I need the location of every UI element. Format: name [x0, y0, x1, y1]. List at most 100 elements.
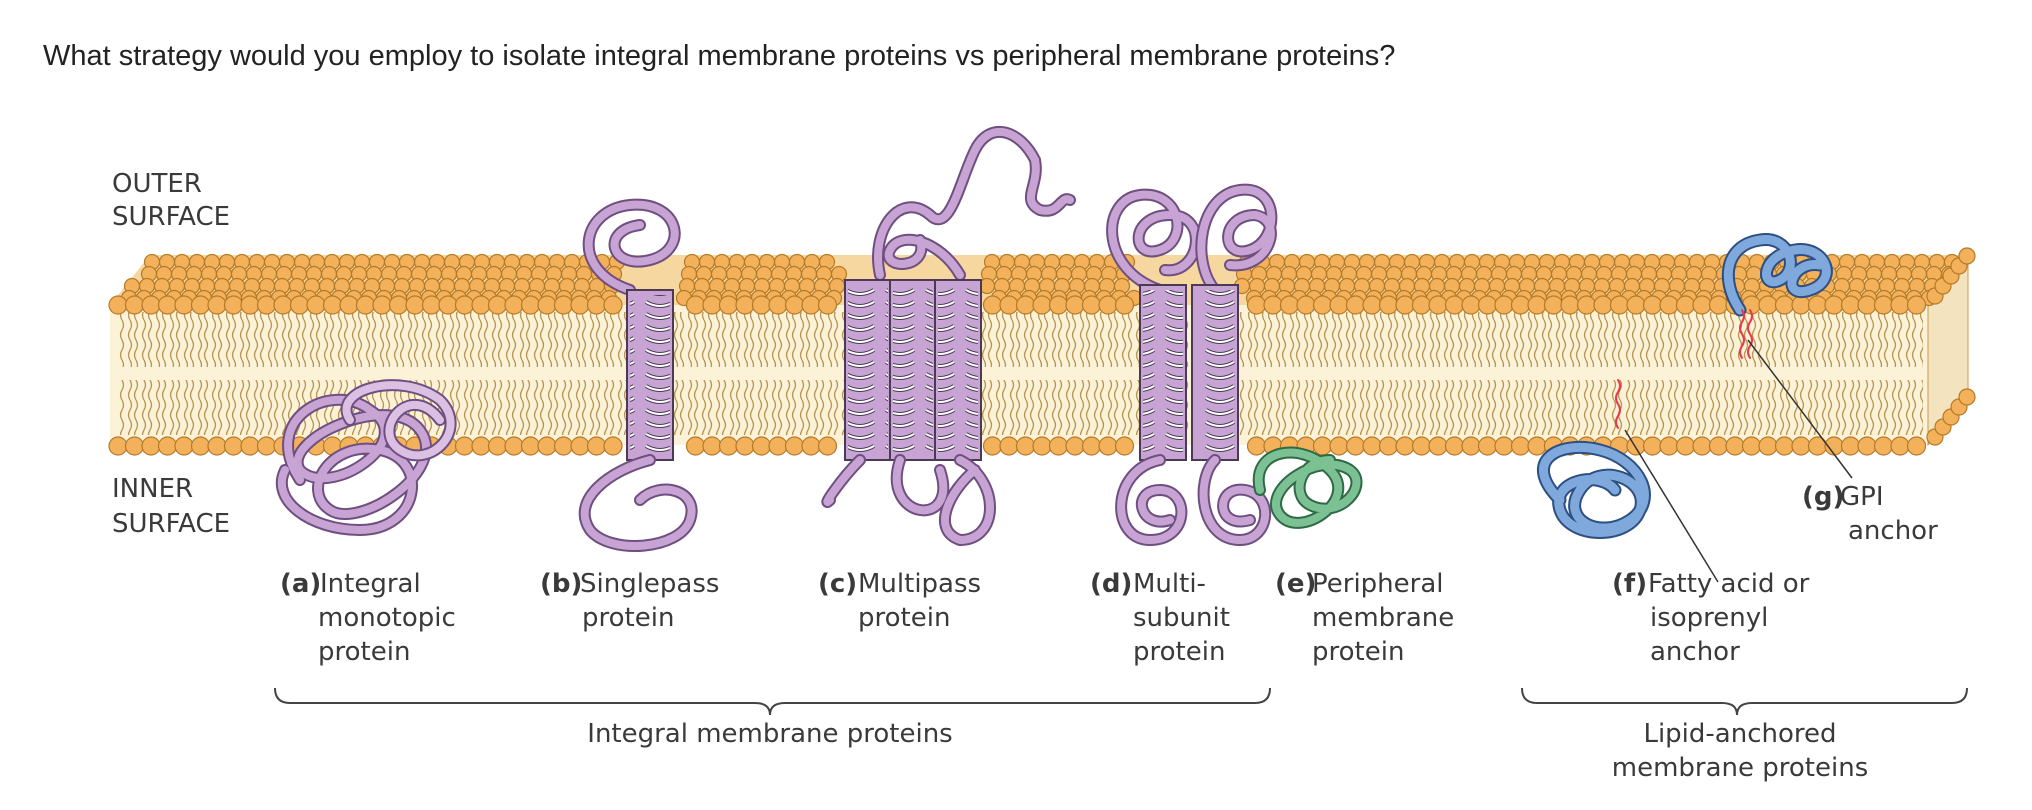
lipid-head — [240, 436, 260, 456]
lipid-head — [1114, 295, 1135, 315]
lipid-head — [1065, 436, 1085, 456]
label-b-letter: (b) — [540, 569, 582, 599]
lipid-head — [108, 436, 128, 456]
lipid-head — [1477, 436, 1498, 456]
lipid-head — [1642, 295, 1663, 315]
lipid-head — [157, 295, 178, 315]
lipid-head — [784, 436, 805, 456]
lipid-head — [1494, 436, 1514, 456]
lipid-group-label-2: membrane proteins — [1612, 753, 1868, 783]
monotopic-protein — [275, 379, 457, 537]
label-d-letter: (d) — [1090, 569, 1132, 599]
lipid-head — [1527, 436, 1547, 456]
lipid-head — [1461, 295, 1481, 315]
label-a-line2: monotopic — [318, 603, 456, 633]
lipid-head — [372, 295, 392, 315]
lipid-head — [1329, 436, 1349, 456]
lipid-head — [1444, 295, 1465, 315]
lipid-head — [421, 295, 442, 315]
lipid-head — [1081, 436, 1102, 456]
lipid-head — [553, 295, 574, 315]
lipid-head — [751, 295, 772, 315]
lipid-head — [1675, 295, 1696, 315]
lipid-head — [1494, 295, 1514, 315]
label-c-line2: protein — [858, 603, 950, 633]
lipid-head — [141, 436, 161, 456]
lipid-head — [141, 295, 161, 315]
lipid-head — [1477, 295, 1498, 315]
lipid-head — [190, 295, 211, 315]
lipid-head — [1527, 295, 1547, 315]
lipid-head — [718, 295, 739, 315]
lipid-head — [306, 295, 326, 315]
label-e-letter: (e) — [1275, 569, 1316, 599]
lipid-head — [273, 295, 293, 315]
lipid-head — [1774, 436, 1795, 456]
lipid-head — [685, 295, 706, 315]
integral-brace — [274, 687, 1271, 716]
lipid-head — [1857, 295, 1877, 315]
lipid-head — [1659, 436, 1679, 456]
lipid-head — [801, 436, 821, 456]
question-text: What strategy would you employ to isolat… — [43, 40, 1396, 72]
lipid-head — [1312, 436, 1333, 456]
lipid-head — [999, 295, 1019, 315]
lipid-head — [454, 295, 475, 315]
lipid-head — [1857, 436, 1877, 456]
lipid-head — [537, 436, 557, 456]
label-d-line1: Multi- — [1133, 569, 1206, 599]
lipid-head — [405, 295, 425, 315]
lipid-head — [751, 436, 772, 456]
lipid-head — [157, 436, 178, 456]
lipid-head — [1510, 295, 1531, 315]
lipid-head — [207, 295, 227, 315]
lipid-head — [504, 295, 524, 315]
lipid-head — [1626, 295, 1646, 315]
lipid-head — [982, 295, 1003, 315]
lipid-head — [207, 436, 227, 456]
lipid-head — [1593, 295, 1613, 315]
multipass-protein — [821, 125, 1076, 547]
label-e-line1: Peripheral — [1312, 569, 1444, 599]
lipid-anchored-brace — [1521, 687, 1968, 716]
lipid-head — [1510, 436, 1531, 456]
label-g-letter: (g) — [1802, 482, 1844, 512]
lipid-head — [735, 295, 755, 315]
fatty-acid-anchored-protein — [1537, 379, 1651, 539]
integral-group-label: Integral membrane proteins — [587, 719, 952, 749]
lipid-head — [801, 295, 821, 315]
lipid-group-label-1: Lipid-anchored — [1643, 719, 1836, 749]
lipid-head — [999, 436, 1019, 456]
lipid-head — [1560, 295, 1580, 315]
label-c-line1: Multipass — [858, 569, 981, 599]
lipid-head — [1840, 295, 1861, 315]
lipid-head — [1890, 295, 1910, 315]
lipid-head — [355, 295, 376, 315]
lipid-head — [438, 295, 458, 315]
lipid-head — [537, 295, 557, 315]
label-a-line1: Integral — [320, 569, 421, 599]
lipid-head — [1395, 295, 1415, 315]
lipid-head — [487, 436, 508, 456]
lipid-head — [1048, 436, 1069, 456]
lipid-head — [553, 436, 574, 456]
label-d-line3: protein — [1133, 637, 1225, 667]
lipid-head — [1626, 436, 1646, 456]
lipid-heads-side — [1926, 247, 1976, 446]
outer-surface-label-1: OUTER — [112, 169, 202, 199]
lipid-head — [1807, 295, 1828, 315]
lipid-head — [817, 295, 838, 315]
label-e-line2: membrane — [1312, 603, 1454, 633]
lipid-head — [124, 295, 145, 315]
lipid-head — [471, 295, 491, 315]
lipid-head — [1873, 436, 1894, 456]
lipid-head — [1609, 295, 1630, 315]
lipid-head — [454, 436, 475, 456]
lipid-head — [768, 436, 788, 456]
lipid-head — [1906, 436, 1927, 456]
lipid-head — [603, 436, 623, 456]
lipid-head — [1098, 436, 1118, 456]
lipid-head — [1312, 295, 1333, 315]
bilayer-tails-upper — [118, 312, 1923, 367]
